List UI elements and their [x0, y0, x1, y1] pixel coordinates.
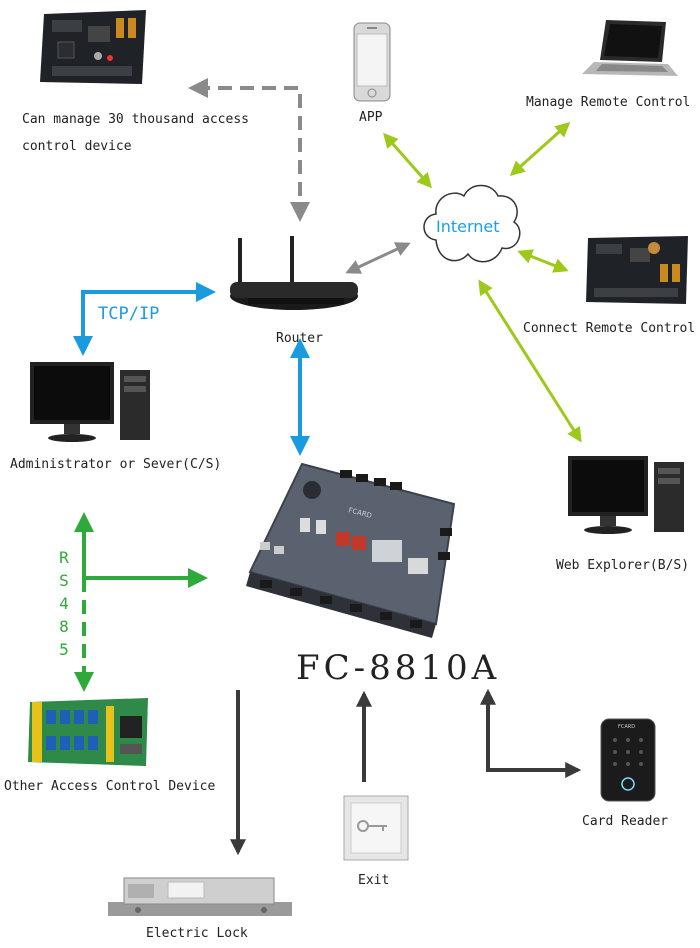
internet-label: Internet — [436, 217, 500, 236]
web-explorer-label: Web Explorer(B/S) — [556, 558, 690, 573]
card-reader-arrow — [480, 688, 582, 778]
rs485-letter: 4 — [59, 594, 69, 613]
rs485-label: R S 4 8 5 — [56, 546, 72, 661]
electric-lock-label: Electric Lock — [146, 926, 248, 941]
relay-board-icon — [28, 698, 148, 766]
caption-line-2: control device — [22, 139, 132, 154]
internet-connect-arrow — [517, 249, 569, 273]
internet-manage-arrow — [509, 122, 571, 176]
exit-label: Exit — [358, 873, 390, 888]
app-label: APP — [359, 110, 383, 125]
router-internet-arrow — [345, 242, 411, 274]
internet-cloud-icon — [423, 184, 521, 263]
reader-brand-text: FCARD — [618, 724, 635, 730]
caption-line-1: Can manage 30 thousand access — [22, 112, 249, 127]
admin-label: Administrator or Sever(C/S) — [10, 457, 222, 472]
fc8810a-controller-panel: FCARD — [246, 462, 456, 638]
rs485-letter: R — [59, 548, 69, 567]
smartphone-icon — [353, 22, 391, 102]
connect-remote-label: Connect Remote Control — [523, 321, 696, 336]
rs485-letter: S — [59, 571, 69, 590]
manage-remote-label: Manage Remote Control — [526, 95, 691, 110]
rs485-letter: 5 — [59, 640, 69, 659]
rs485-letter: 8 — [59, 617, 69, 636]
internet-web-arrow — [478, 279, 582, 443]
manage-capacity-caption: Can manage 30 thousand access control de… — [22, 106, 249, 160]
model-title: FC-8810A — [296, 648, 501, 688]
card-reader-label: Card Reader — [582, 814, 669, 829]
admin-computer-icon — [30, 362, 150, 442]
router-label: Router — [276, 331, 323, 346]
router-icon — [230, 236, 358, 310]
other-device-label: Other Access Control Device — [4, 779, 216, 794]
dashed-arrow-router-manage — [188, 78, 310, 222]
card-reader-icon: FCARD — [600, 718, 656, 802]
exit-button-icon — [343, 795, 409, 861]
remote-controller-board-icon — [586, 236, 688, 304]
web-explorer-computer-icon — [568, 456, 684, 534]
electric-lock-icon — [108, 877, 292, 916]
tcpip-label: TCP/IP — [98, 304, 160, 324]
tcpip-arrow — [73, 282, 216, 356]
internet-app-arrow — [383, 132, 432, 189]
laptop-icon — [582, 20, 678, 76]
controller-board-icon — [40, 10, 146, 84]
